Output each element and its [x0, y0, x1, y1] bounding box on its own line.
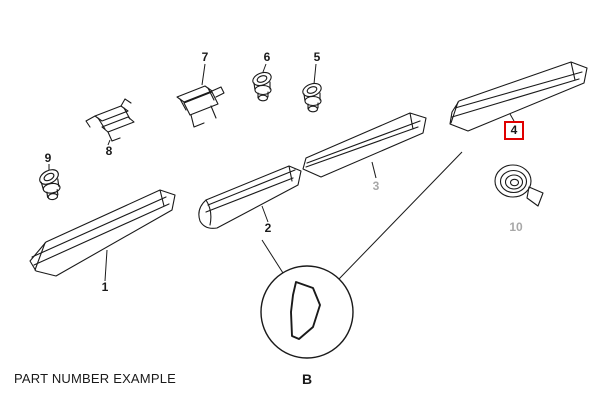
part-2-label[interactable]: 2: [265, 221, 272, 235]
part-6-label[interactable]: 6: [264, 50, 271, 64]
part-10-drawing: [494, 164, 544, 207]
leader-detail-left: [261, 239, 284, 274]
tape-roll-core: [509, 178, 520, 187]
part-2-drawing: [198, 165, 302, 229]
part-1-detail-lines: [31, 189, 170, 271]
part-number-labels: 1 2 3 4 5 6 7 8 9 10 B: [45, 50, 523, 387]
leader-part8: [107, 139, 111, 146]
part-7-detail-lines: [179, 86, 225, 128]
part-3-label[interactable]: 3: [373, 179, 380, 193]
leader-part2: [261, 205, 269, 223]
part-4-drawing: [449, 61, 588, 132]
part-6-drawing: [250, 69, 274, 102]
leader-lines: [48, 63, 515, 282]
part-3-outline: [302, 112, 427, 178]
part-7-label[interactable]: 7: [202, 50, 209, 64]
part-8-drawing: [85, 98, 135, 142]
leader-part6: [262, 63, 267, 73]
leader-part7: [201, 63, 206, 86]
tape-roll-ring2: [504, 174, 524, 190]
part-10-label[interactable]: 10: [509, 220, 523, 234]
leader-part3: [371, 161, 377, 179]
part-2-outline: [198, 165, 302, 229]
tape-tail: [526, 186, 544, 207]
part-5-label[interactable]: 5: [314, 50, 321, 64]
detail-balloon: [260, 265, 354, 359]
part-7-body: [176, 85, 219, 116]
part-4-detail-lines: [450, 61, 583, 124]
caption-part-number-example: PART NUMBER EXAMPLE: [14, 371, 177, 386]
part-2-detail-lines: [205, 165, 296, 226]
part-7-drawing: [176, 85, 225, 128]
leader-part4: [509, 113, 515, 122]
moulding-profile-section: [290, 281, 321, 340]
leader-detail-right: [338, 151, 463, 280]
part-4-highlight-box: [504, 121, 524, 140]
part-4-label[interactable]: 4: [511, 123, 518, 137]
part-1-drawing: [29, 189, 176, 277]
tape-roll-ring: [499, 169, 528, 194]
leader-part1: [104, 249, 108, 282]
part-8-detail-lines: [85, 98, 132, 142]
part-3-detail-lines: [305, 112, 421, 168]
part-8-body: [94, 105, 135, 133]
part-1-outline: [29, 189, 176, 277]
detail-label[interactable]: B: [302, 371, 312, 387]
part-4-outline: [449, 61, 588, 132]
leader-part5: [313, 63, 317, 85]
part-8-label[interactable]: 8: [106, 144, 113, 158]
part-9-drawing: [35, 165, 65, 202]
part-9-label[interactable]: 9: [45, 151, 52, 165]
part-3-drawing: [302, 112, 427, 178]
part-5-drawing: [300, 80, 324, 113]
tape-roll-outer: [494, 164, 532, 198]
part-1-label[interactable]: 1: [102, 280, 109, 294]
